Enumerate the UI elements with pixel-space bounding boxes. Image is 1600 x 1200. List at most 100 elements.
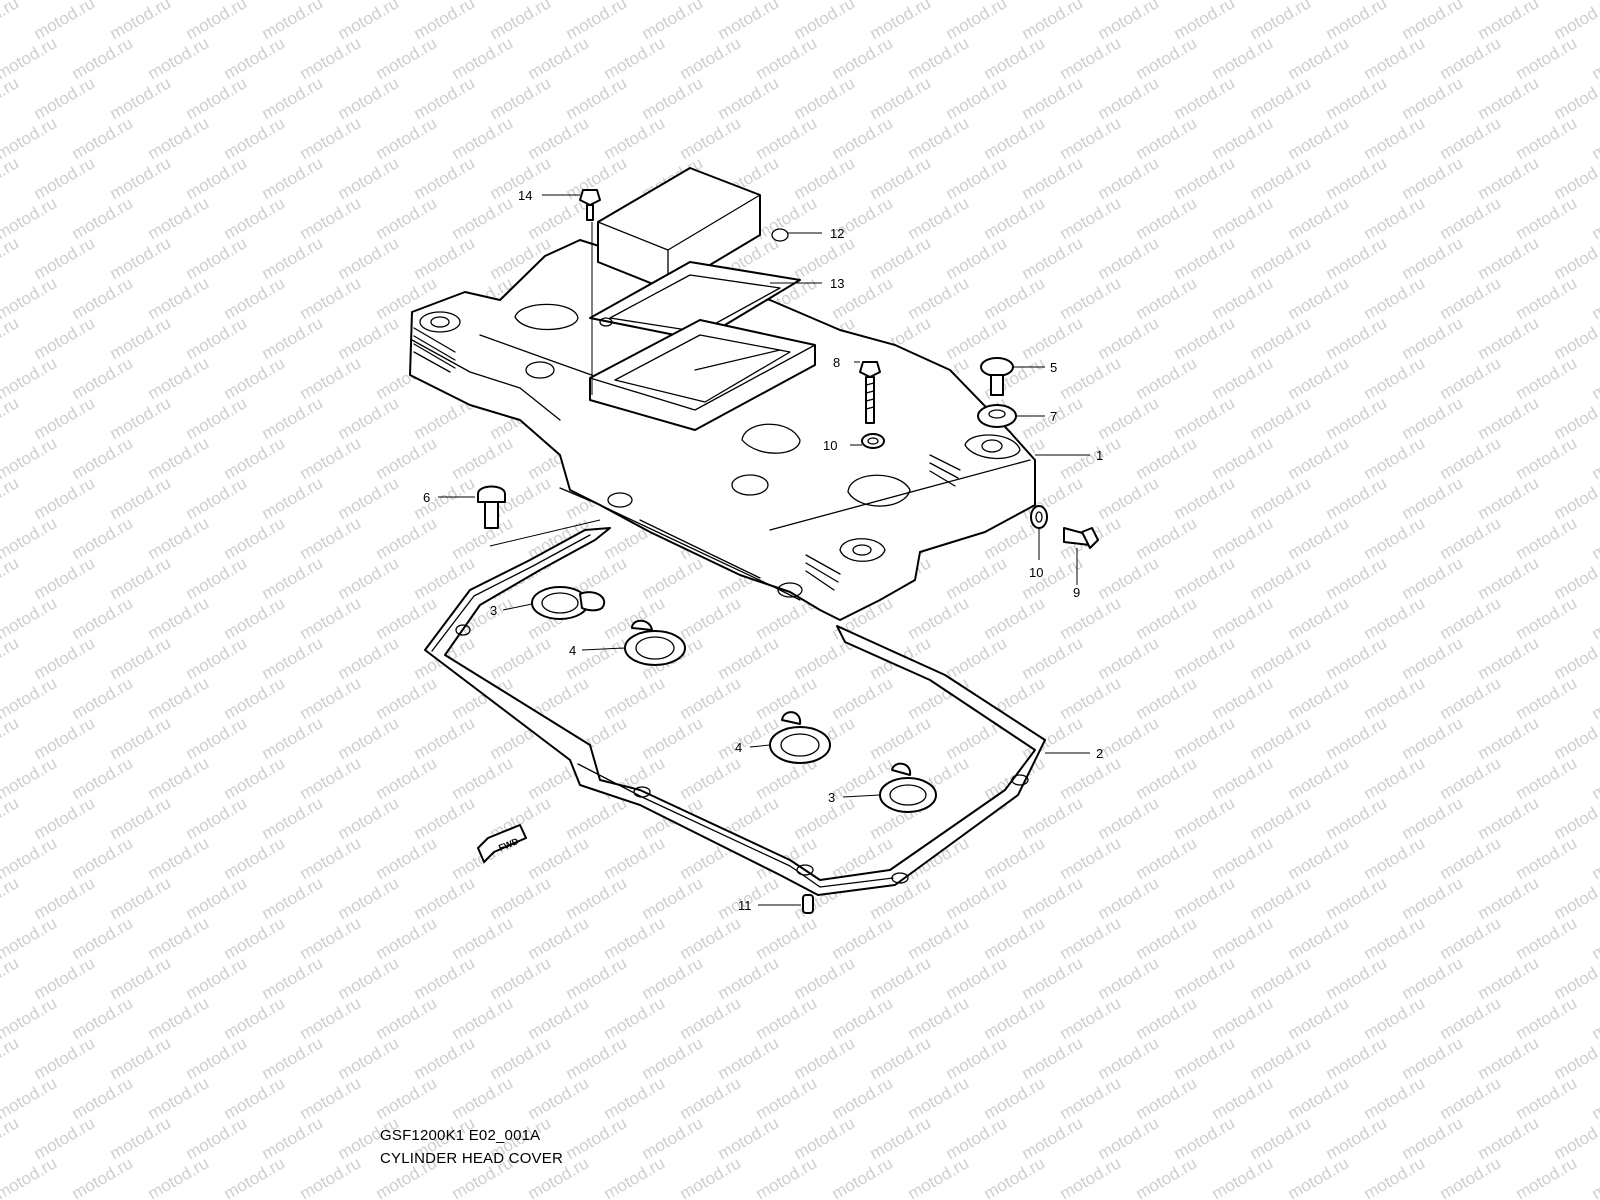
watermark-text: motod.ru (0, 313, 22, 363)
watermark-text: motod.ru (297, 1153, 365, 1200)
watermark-text: motod.ru (867, 953, 935, 1003)
watermark-text: motod.ru (1589, 833, 1600, 883)
watermark-text: motod.ru (487, 873, 555, 923)
watermark-text: motod.ru (829, 113, 897, 163)
watermark-text: motod.ru (259, 553, 327, 603)
watermark-text: motod.ru (905, 33, 973, 83)
watermark-text: motod.ru (221, 993, 289, 1043)
watermark-text: motod.ru (1551, 633, 1600, 683)
watermark-text: motod.ru (1171, 393, 1239, 443)
watermark-text: motod.ru (1513, 1153, 1581, 1200)
watermark-text: motod.ru (31, 633, 99, 683)
callout-10-lower: 10 (1029, 565, 1043, 580)
plug-gasket-part-4-upper (624, 619, 686, 666)
watermark-text: motod.ru (1285, 1073, 1353, 1123)
watermark-text: motod.ru (525, 33, 593, 83)
watermark-text: motod.ru (69, 833, 137, 883)
watermark-text: motod.ru (1513, 433, 1581, 483)
watermark-text: motod.ru (943, 73, 1011, 123)
watermark-text: motod.ru (107, 713, 175, 763)
callout-11: 11 (738, 898, 752, 913)
watermark-text: motod.ru (297, 753, 365, 803)
watermark-text: motod.ru (1171, 73, 1239, 123)
watermark-text: motod.ru (107, 73, 175, 123)
watermark-text: motod.ru (601, 673, 669, 723)
watermark-text: motod.ru (1019, 633, 1087, 683)
watermark-text: motod.ru (69, 433, 137, 483)
watermark-text: motod.ru (1133, 273, 1201, 323)
watermark-text: motod.ru (525, 993, 593, 1043)
watermark-text: motod.ru (297, 593, 365, 643)
watermark-text: motod.ru (905, 593, 973, 643)
watermark-text: motod.ru (1019, 233, 1087, 283)
watermark-text: motod.ru (1437, 753, 1505, 803)
watermark-text: motod.ru (1019, 873, 1087, 923)
watermark-text: motod.ru (1057, 433, 1125, 483)
watermark-text: motod.ru (373, 33, 441, 83)
watermark-text: motod.ru (1475, 1033, 1543, 1083)
watermark-text: motod.ru (867, 1113, 935, 1163)
watermark-text: motod.ru (563, 633, 631, 683)
watermark-text: motod.ru (411, 73, 479, 123)
watermark-text: motod.ru (1247, 153, 1315, 203)
watermark-text: motod.ru (1361, 433, 1429, 483)
watermark-text: motod.ru (0, 553, 22, 603)
watermark-text: motod.ru (1171, 473, 1239, 523)
watermark-text: motod.ru (335, 153, 403, 203)
watermark-text: motod.ru (1475, 0, 1543, 43)
watermark-text: motod.ru (753, 913, 821, 963)
watermark-text: motod.ru (563, 73, 631, 123)
watermark-text: motod.ru (1437, 993, 1505, 1043)
watermark-text: motod.ru (1475, 1113, 1543, 1163)
watermark-text: motod.ru (1057, 33, 1125, 83)
watermark-text: motod.ru (1133, 913, 1201, 963)
watermark-text: motod.ru (1437, 593, 1505, 643)
watermark-text: motod.ru (411, 793, 479, 843)
watermark-text: motod.ru (601, 833, 669, 883)
watermark-text: motod.ru (449, 33, 517, 83)
watermark-text: motod.ru (145, 193, 213, 243)
watermark-text: motod.ru (31, 153, 99, 203)
watermark-text: motod.ru (981, 193, 1049, 243)
watermark-text: motod.ru (335, 73, 403, 123)
watermark-text: motod.ru (449, 753, 517, 803)
watermark-text: motod.ru (715, 0, 783, 43)
watermark-text: motod.ru (1285, 353, 1353, 403)
watermark-text: motod.ru (1019, 1033, 1087, 1083)
watermark-text: motod.ru (677, 673, 745, 723)
watermark-text: motod.ru (1551, 233, 1600, 283)
watermark-text: motod.ru (69, 113, 137, 163)
watermark-text: motod.ru (1361, 1073, 1429, 1123)
watermark-text: motod.ru (1247, 1033, 1315, 1083)
breather-gasket-part-13 (589, 261, 801, 341)
watermark-text: motod.ru (563, 873, 631, 923)
watermark-text: motod.ru (1475, 793, 1543, 843)
watermark-text: motod.ru (1247, 1113, 1315, 1163)
watermark-text: motod.ru (1399, 73, 1467, 123)
watermark-text: motod.ru (335, 873, 403, 923)
callout-10-upper: 10 (823, 438, 837, 453)
watermark-text: motod.ru (1475, 953, 1543, 1003)
watermark-text: motod.ru (31, 793, 99, 843)
watermark-text: motod.ru (1323, 953, 1391, 1003)
watermark-text: motod.ru (1171, 713, 1239, 763)
watermark-text: motod.ru (297, 673, 365, 723)
watermark-text: motod.ru (107, 1033, 175, 1083)
watermark-text: motod.ru (1399, 1113, 1467, 1163)
watermark-text: motod.ru (1285, 113, 1353, 163)
watermark-text: motod.ru (221, 433, 289, 483)
watermark-text: motod.ru (1589, 513, 1600, 563)
callout-9: 9 (1073, 585, 1080, 600)
watermark-text: motod.ru (563, 1113, 631, 1163)
watermark-text: motod.ru (31, 553, 99, 603)
watermark-text: motod.ru (867, 233, 935, 283)
watermark-text: motod.ru (1361, 193, 1429, 243)
watermark-text: motod.ru (1209, 673, 1277, 723)
watermark-text: motod.ru (753, 193, 821, 243)
watermark-text: motod.ru (905, 193, 973, 243)
watermark-text: motod.ru (107, 0, 175, 43)
watermark-text: motod.ru (221, 833, 289, 883)
watermark-text: motod.ru (1323, 313, 1391, 363)
watermark-text: motod.ru (677, 113, 745, 163)
watermark-text: motod.ru (69, 193, 137, 243)
